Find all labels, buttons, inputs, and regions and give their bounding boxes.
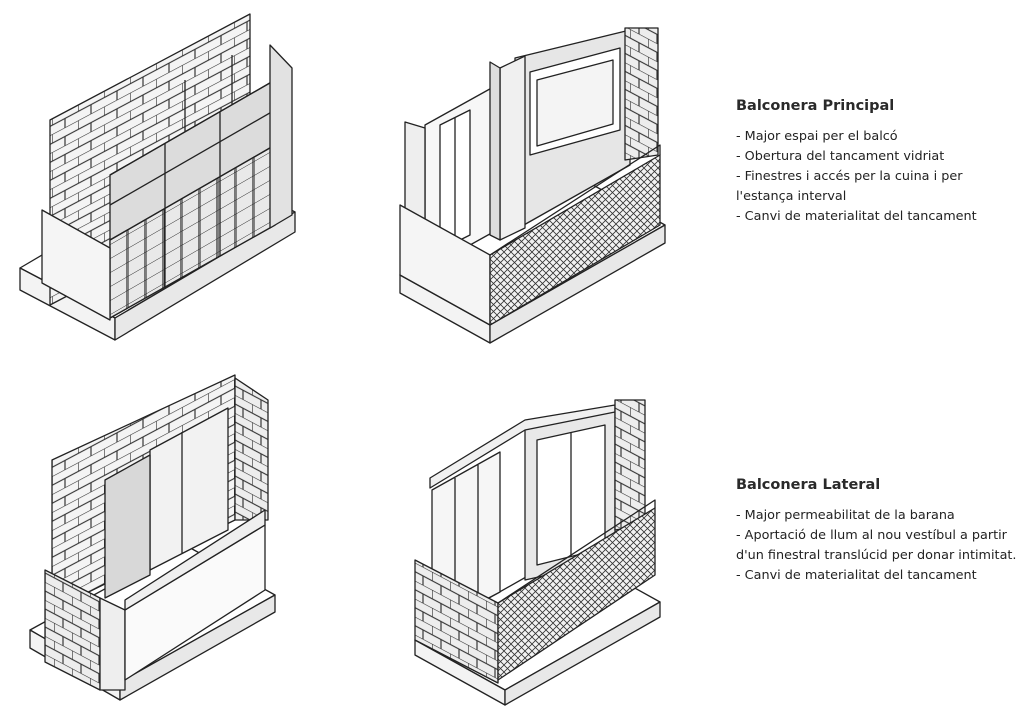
principal-item: - Major espai per el balcó [736,129,898,144]
lateral-item: - Major permeabilitat de la barana [736,508,955,523]
lateral-title: Balconera Lateral [736,477,881,493]
lateral-description: Balconera Lateral - Major permeabilitat … [736,477,1021,586]
principal-description: Balconera Principal - Major espai per el… [736,98,1021,227]
drawing-lateral-mesh [414,399,661,706]
drawing-principal-glazed [19,13,296,341]
principal-item: - Obertura del tancament vidriat [736,149,945,164]
drawing-principal-railing [399,27,666,344]
principal-item: - Finestres i accés per la cuina i per l… [736,169,963,204]
lateral-item: - Canvi de materialitat del tancament [736,568,977,583]
principal-title: Balconera Principal [736,98,895,114]
drawing-lateral-bay [29,374,276,701]
principal-item: - Canvi de materialitat del tancament [736,209,977,224]
lateral-item: - Aportació de llum al nou vestíbul a pa… [736,528,1017,563]
